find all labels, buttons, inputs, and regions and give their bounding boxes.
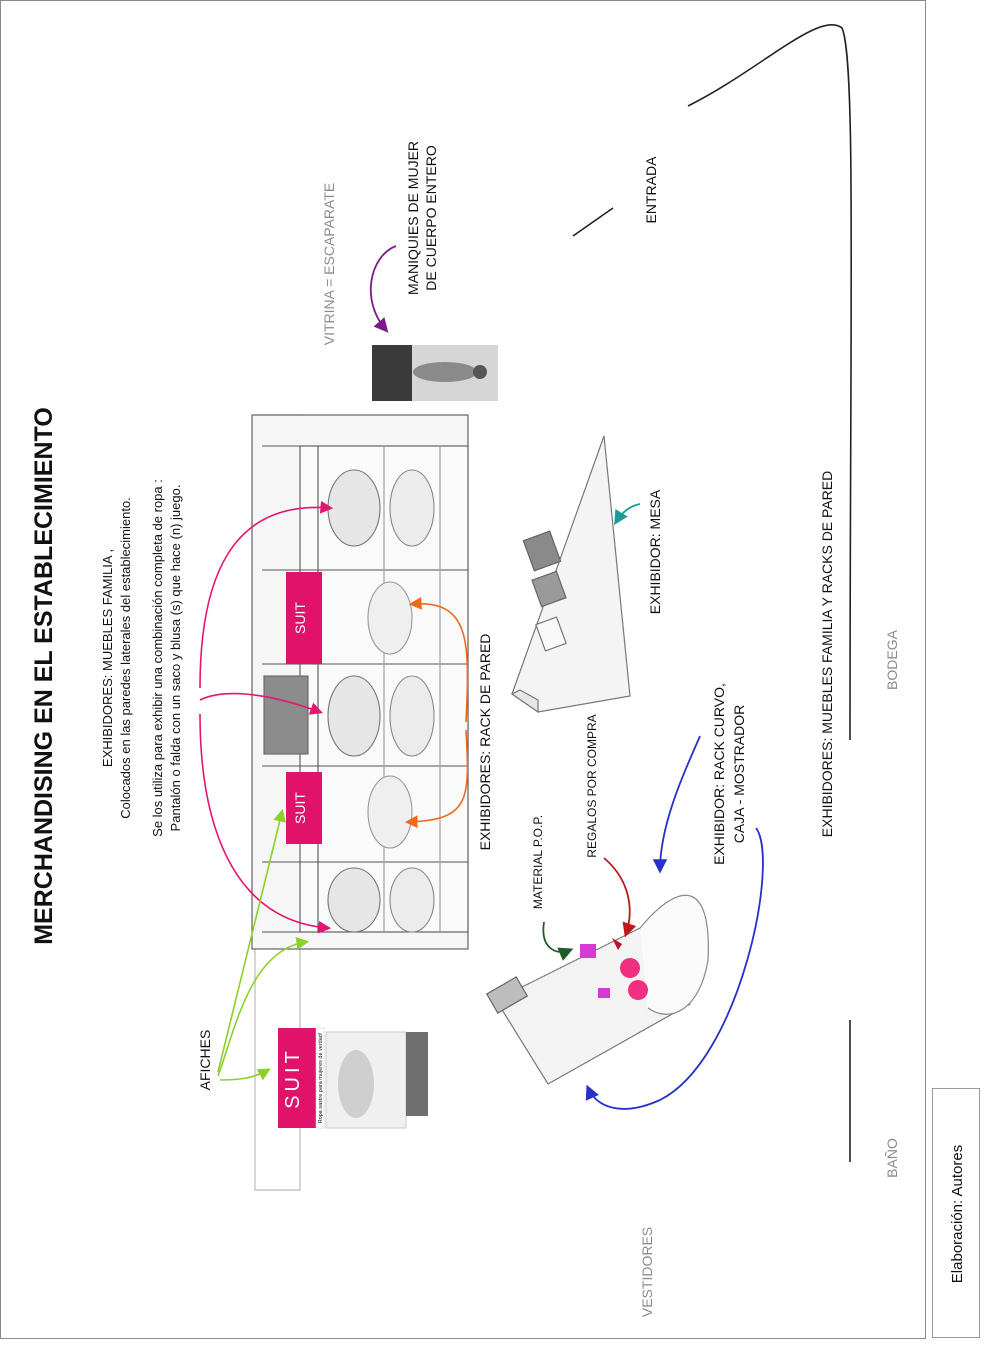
diagram-title: MERCHANDISING EN EL ESTABLECIMIENTO <box>30 407 58 945</box>
muebles-familia-line3: Se los utiliza para exhibir una combinac… <box>150 479 165 837</box>
poster-tagline: Ropa sastre para mujeres de verdad! <box>318 1032 324 1123</box>
label-regalos: REGALOS POR COMPRA <box>585 714 599 857</box>
poster-brand: SUIT <box>292 792 308 824</box>
arrow-maniquies <box>370 245 397 333</box>
poster-brand: SUIT <box>282 1047 304 1109</box>
entrance-line <box>572 207 614 237</box>
label-mesa: EXHIBIDOR: MESA <box>647 489 663 614</box>
label-bodega: BODEGA <box>884 629 900 690</box>
arrow-regalos <box>603 857 637 938</box>
arrow-rack-pared <box>404 596 469 829</box>
poster-small-2: SUIT <box>286 772 322 844</box>
label-vitrina: VITRINA = ESCAPARATE <box>321 183 337 345</box>
poster-large: SUIT Ropa sastre para mujeres de verdad! <box>278 1027 428 1129</box>
label-material-pop: MATERIAL P.O.P. <box>531 815 545 909</box>
counter-display <box>485 894 709 1085</box>
label-afiches: AFICHES <box>197 1030 213 1091</box>
muebles-familia-line2: Colocados en las paredes laterales del e… <box>118 497 133 819</box>
label-maniquies-2: DE CUERPO ENTERO <box>423 145 439 291</box>
caption-box <box>932 1088 980 1338</box>
muebles-familia-line4: Pantalón o falda con un saco y blusa (s)… <box>168 485 183 832</box>
label-entrada: ENTRADA <box>643 156 659 224</box>
label-maniquies-1: MANIQUIES DE MUJER <box>405 141 421 295</box>
arrow-muebles-familia <box>199 500 334 934</box>
arrow-rack-curvo <box>585 735 764 1110</box>
arrow-mesa <box>614 503 641 526</box>
entrance-curve <box>687 23 853 741</box>
label-rack-curvo-1: EXHIBIDOR: RACK CURVO, <box>711 683 727 865</box>
label-rack-de-pared: EXHIBIDORES: RACK DE PARED <box>477 634 493 851</box>
caption-text: Elaboración: Autores <box>949 1145 966 1283</box>
table-display <box>510 435 631 714</box>
label-vestidores: VESTIDORES <box>639 1227 655 1317</box>
arrow-afiches <box>217 808 310 1081</box>
label-rack-curvo-2: CAJA - MOSTRADOR <box>731 705 747 843</box>
poster-brand: SUIT <box>292 602 308 634</box>
mannequin-image <box>372 345 498 401</box>
arrow-material-pop <box>542 921 574 961</box>
wall-fixture <box>251 414 469 950</box>
muebles-familia-line1: EXHIBIDORES: MUEBLES FAMILIA , <box>100 549 115 767</box>
label-muebles-racks: EXHIBIDORES: MUEBLES FAMILIA Y RACKS DE … <box>819 471 835 837</box>
label-bano: BAÑO <box>884 1138 900 1178</box>
poster-small-1: SUIT <box>286 572 322 664</box>
